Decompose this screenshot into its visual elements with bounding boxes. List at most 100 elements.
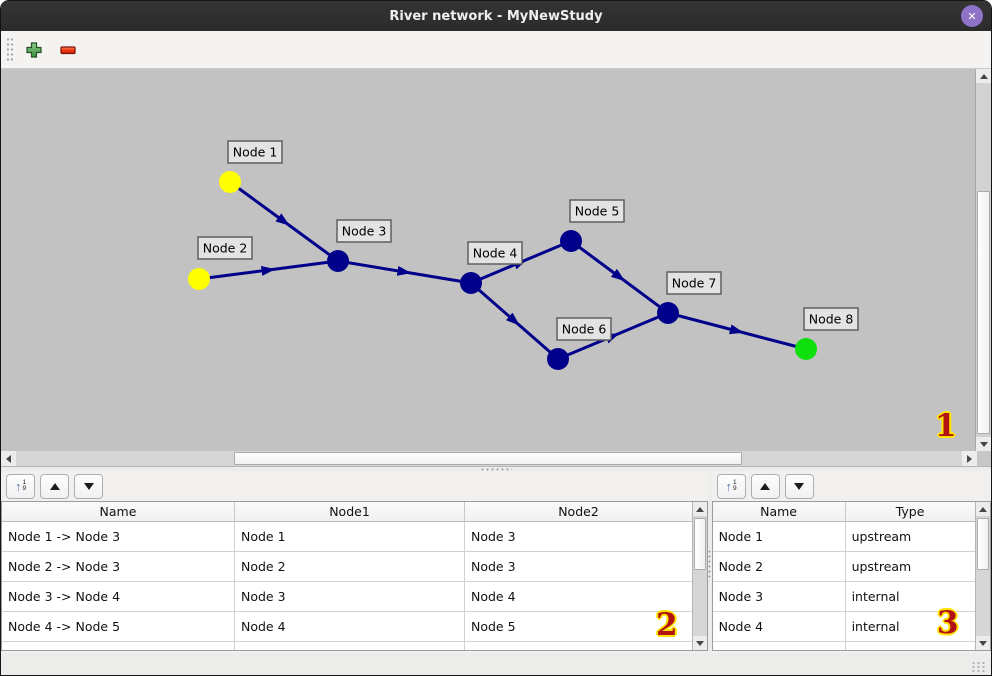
node-circle-node-5[interactable] bbox=[560, 230, 582, 252]
node-table-scrollbar[interactable] bbox=[975, 502, 990, 650]
vertical-scroll-handle[interactable] bbox=[693, 518, 706, 570]
titlebar[interactable]: River network - MyNewStudy ✕ bbox=[1, 1, 991, 31]
table-cell[interactable] bbox=[713, 642, 846, 650]
edge-table-scrollbar[interactable] bbox=[691, 502, 707, 650]
edge-node-3-to-node-4[interactable] bbox=[337, 259, 472, 285]
table-cell[interactable]: Node 1 bbox=[235, 522, 465, 552]
table-cell[interactable]: Node 4 bbox=[235, 612, 465, 642]
table-cell[interactable]: Node 1 bbox=[712, 522, 846, 552]
vertical-scroll-handle[interactable] bbox=[977, 518, 989, 570]
node-circle-node-4[interactable] bbox=[460, 272, 482, 294]
table-cell[interactable]: Node 3 -> Node 4 bbox=[2, 582, 235, 612]
table-cell[interactable]: Node 4 bbox=[712, 612, 846, 642]
table-cell[interactable] bbox=[2, 642, 235, 650]
node-circle-node-6[interactable] bbox=[547, 348, 569, 370]
add-node-button[interactable] bbox=[21, 37, 47, 63]
resize-grip-icon[interactable] bbox=[971, 661, 986, 673]
diagram-vertical-scrollbar[interactable] bbox=[975, 69, 991, 451]
scroll-up-button[interactable] bbox=[692, 502, 707, 516]
move-down-button[interactable] bbox=[74, 473, 103, 499]
node-label-node-8[interactable]: Node 8 bbox=[803, 307, 859, 331]
main-toolbar bbox=[1, 31, 991, 69]
table-cell[interactable]: Node 3 bbox=[712, 582, 846, 612]
table-cell[interactable]: Node 2 -> Node 3 bbox=[2, 552, 235, 582]
table-cell[interactable]: Node 1 -> Node 3 bbox=[2, 522, 235, 552]
node-circle-node-7[interactable] bbox=[657, 302, 679, 324]
node-circle-node-1[interactable] bbox=[219, 171, 241, 193]
table-row[interactable] bbox=[2, 642, 707, 650]
table-cell[interactable] bbox=[465, 642, 693, 650]
node-label-node-2[interactable]: Node 2 bbox=[197, 236, 253, 260]
horizontal-scroll-handle[interactable] bbox=[234, 452, 742, 465]
scroll-up-button[interactable] bbox=[976, 502, 990, 516]
node-label-node-3[interactable]: Node 3 bbox=[336, 219, 392, 243]
table-cell[interactable] bbox=[235, 642, 465, 650]
edge-node-5-to-node-7[interactable] bbox=[570, 239, 669, 315]
horizontal-splitter[interactable] bbox=[1, 467, 991, 471]
remove-node-button[interactable] bbox=[55, 37, 81, 63]
node-label-node-6[interactable]: Node 6 bbox=[556, 317, 612, 341]
column-header[interactable]: Name bbox=[713, 502, 846, 521]
column-header[interactable]: Node1 bbox=[235, 502, 465, 521]
edge-node-7-to-node-8[interactable] bbox=[667, 311, 807, 351]
table-cell[interactable]: internal bbox=[845, 582, 976, 612]
scroll-up-button[interactable] bbox=[976, 69, 991, 83]
node-label-node-1[interactable]: Node 1 bbox=[227, 140, 283, 164]
table-row[interactable] bbox=[712, 642, 990, 650]
table-cell[interactable]: Node 3 bbox=[235, 582, 465, 612]
move-down-button[interactable] bbox=[784, 473, 814, 499]
node-label-node-7[interactable]: Node 7 bbox=[666, 271, 722, 295]
move-up-button[interactable] bbox=[750, 473, 780, 499]
table-cell[interactable]: Node 3 bbox=[465, 552, 693, 582]
scroll-left-button[interactable] bbox=[1, 451, 16, 466]
table-cell[interactable]: Node 4 bbox=[465, 582, 693, 612]
move-up-button[interactable] bbox=[40, 473, 69, 499]
table-cell[interactable]: upstream bbox=[845, 552, 976, 582]
column-header[interactable]: Name bbox=[2, 502, 235, 521]
table-cell[interactable]: upstream bbox=[845, 522, 976, 552]
scroll-right-button[interactable] bbox=[962, 451, 977, 466]
table-cell[interactable]: Node 2 bbox=[235, 552, 465, 582]
svg-text:Node 8: Node 8 bbox=[809, 312, 854, 327]
edge-node-4-to-node-6[interactable] bbox=[470, 281, 559, 361]
table-cell[interactable]: Node 3 bbox=[465, 522, 693, 552]
close-button[interactable]: ✕ bbox=[961, 5, 983, 27]
table-cell[interactable]: Node 4 -> Node 5 bbox=[2, 612, 235, 642]
vertical-splitter[interactable] bbox=[707, 471, 712, 653]
node-circle-node-2[interactable] bbox=[188, 268, 210, 290]
edge-node-2-to-node-3[interactable] bbox=[198, 259, 339, 281]
node-label-node-4[interactable]: Node 4 bbox=[467, 241, 523, 265]
edge-node-1-to-node-3[interactable] bbox=[229, 180, 339, 263]
scroll-down-button[interactable] bbox=[976, 437, 991, 451]
toolbar-drag-handle[interactable] bbox=[6, 36, 13, 63]
column-header[interactable]: Node2 bbox=[465, 502, 693, 521]
node-label-node-5[interactable]: Node 5 bbox=[569, 199, 625, 223]
node-circle-node-3[interactable] bbox=[327, 250, 349, 272]
scroll-down-button[interactable] bbox=[692, 636, 707, 650]
diagram-horizontal-scrollbar[interactable] bbox=[1, 451, 991, 467]
table-cell[interactable]: internal bbox=[845, 612, 976, 642]
column-header[interactable]: Type bbox=[846, 502, 976, 521]
table-cell[interactable] bbox=[846, 642, 976, 650]
right-arrow-icon bbox=[967, 454, 972, 463]
node-circle-node-8[interactable] bbox=[795, 338, 817, 360]
edge-node-6-to-node-7[interactable] bbox=[557, 311, 669, 361]
scroll-down-button[interactable] bbox=[976, 636, 990, 650]
vertical-scroll-handle[interactable] bbox=[977, 191, 990, 434]
table-cell[interactable]: Node 5 bbox=[465, 612, 693, 642]
table-cell[interactable]: Node 2 bbox=[712, 552, 846, 582]
river-network-canvas[interactable]: Node 1 Node 2 Node 3 Node 4 Node 5 Node 6 Node… bbox=[1, 69, 991, 451]
